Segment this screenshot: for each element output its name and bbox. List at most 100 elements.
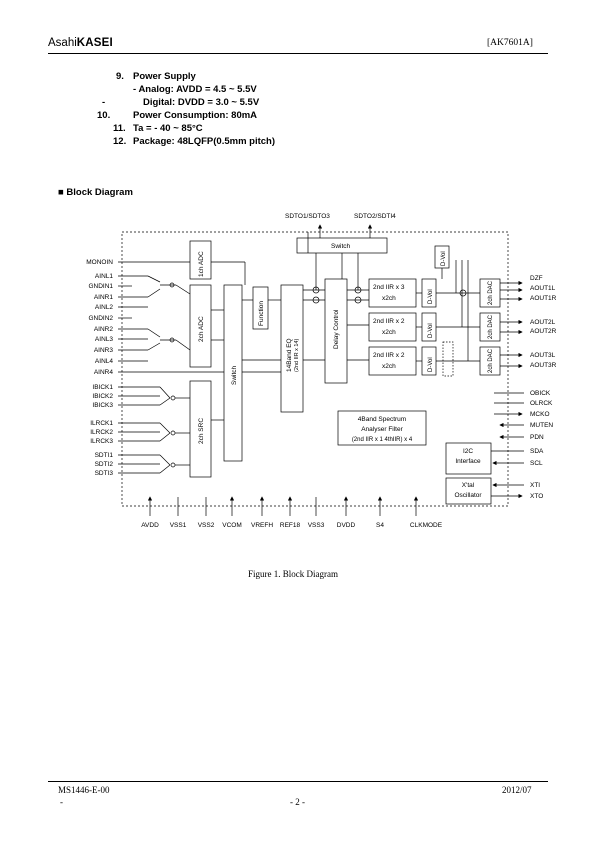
pin-gndin2: GNDIN2 <box>88 315 113 322</box>
iir3-label-b: x2ch <box>382 363 396 370</box>
dac3-label: 2ch DAC <box>488 348 494 373</box>
chip-outline <box>121 231 509 507</box>
pin-dzf: DZF <box>530 275 543 282</box>
pin-vrefh: VREFH <box>251 522 273 529</box>
spectrum-block <box>337 410 427 446</box>
iir2-label-a: 2nd IIR x 2 <box>373 318 405 325</box>
pin-ainr4: AINR4 <box>94 369 114 376</box>
footer-date: 2012/07 <box>502 785 532 795</box>
spec-12-text: Package: 48LQFP(0.5mm pitch) <box>133 136 276 147</box>
pin-mcko: MCKO <box>530 411 550 418</box>
eq-block <box>280 284 304 413</box>
pin-ref18: REF18 <box>280 522 301 529</box>
pin-ilrck1: ILRCK1 <box>90 420 113 427</box>
pin-aout1r: AOUT1R <box>530 295 557 302</box>
pin-ainl3: AINL3 <box>95 336 113 343</box>
pin-vcom: VCOM <box>222 522 242 529</box>
dvol1-label: D-Vol <box>428 289 434 304</box>
pin-sdti1: SDTI1 <box>95 452 114 459</box>
pin-xti: XTI <box>530 482 540 489</box>
dvol-top-label: D-Vol <box>441 251 447 266</box>
spec-9-number: 9. <box>116 71 124 82</box>
pin-sdti3: SDTI3 <box>95 470 114 477</box>
footer-doc-number: MS1446-E-00 <box>58 785 110 795</box>
function-block <box>252 286 269 330</box>
pin-scl: SCL <box>530 460 543 467</box>
pin-vss2: VSS2 <box>198 522 215 529</box>
delay-block <box>324 278 348 384</box>
dac3-dashed-box <box>442 341 454 377</box>
pin-aout2l: AOUT2L <box>530 319 556 326</box>
pin-sdto1-sdto3: SDTO1/SDTO3 <box>285 213 330 220</box>
spec-9-text: Power Supply <box>133 71 196 82</box>
pin-aout3l: AOUT3L <box>530 352 556 359</box>
switch-left-block <box>223 284 243 462</box>
pin-aout2r: AOUT2R <box>530 328 557 335</box>
pin-pdn: PDN <box>530 434 544 441</box>
iir3-label-a: 2nd IIR x 2 <box>373 352 405 359</box>
pin-obick: OBICK <box>530 390 551 397</box>
pin-vss1: VSS1 <box>170 522 187 529</box>
footer-rule <box>48 781 548 782</box>
section-title: Block Diagram <box>66 187 133 198</box>
i2c-block <box>445 442 492 475</box>
pin-ainl4: AINL4 <box>95 358 113 365</box>
pin-sdti2: SDTI2 <box>95 461 114 468</box>
adc1-block <box>189 240 212 280</box>
eq-sub-label: (2nd IIR x 14) <box>294 339 300 372</box>
pin-clkmode: CLKMODE <box>410 522 443 529</box>
pin-ainr2: AINR2 <box>94 326 114 333</box>
pin-olrck: OLRCK <box>530 400 553 407</box>
pin-aout3r: AOUT3R <box>530 362 557 369</box>
spec-9-digital: Digital: DVDD = 3.0 ~ 5.5V <box>143 97 260 108</box>
header-rule <box>48 53 548 54</box>
pin-muten: MUTEN <box>530 422 553 429</box>
i2c-label-2: Interface <box>455 458 481 465</box>
spectrum-label-1: 4Band Spectrum <box>358 416 406 423</box>
pin-ibick2: IBICK2 <box>92 393 113 400</box>
pin-ilrck2: ILRCK2 <box>90 429 113 436</box>
switch-top-label: Switch <box>331 243 351 250</box>
pin-s4: S4 <box>376 522 384 529</box>
spec-10-number: 10. <box>97 110 111 121</box>
spec-9-analog: - Analog: AVDD = 4.5 ~ 5.5V <box>133 84 257 95</box>
figure-caption: Figure 1. Block Diagram <box>248 569 338 579</box>
pin-ainl1: AINL1 <box>95 273 113 280</box>
dvol3-label: D-Vol <box>428 357 434 372</box>
iir1-label-a: 2nd IIR x 3 <box>373 284 405 291</box>
switch-left-label: Switch <box>231 365 238 385</box>
spectrum-label-2: Analyser Filter <box>361 426 403 433</box>
dvol2-label: D-Vol <box>428 323 434 338</box>
iir3-block <box>368 346 417 376</box>
delay-label: Delay Control <box>333 309 340 349</box>
spectrum-label-3: (2nd IIR x 1 4thIIR) x 4 <box>352 437 413 443</box>
iir1-label-b: x2ch <box>382 295 396 302</box>
pin-dvdd: DVDD <box>337 522 356 529</box>
pin-xto: XTO <box>530 493 543 500</box>
pin-sda: SDA <box>530 448 544 455</box>
xtal-label-2: Oscillator <box>454 492 482 499</box>
adc1-label: 1ch ADC <box>198 251 205 277</box>
square-bullet-icon: ■ <box>58 187 64 198</box>
footer-dash: - <box>60 797 63 807</box>
xtal-block <box>445 477 492 505</box>
spec-10-text: Power Consumption: 80mA <box>133 110 258 121</box>
dac1-label: 2ch DAC <box>488 280 494 305</box>
pin-gndin1: GNDIN1 <box>88 283 113 290</box>
pin-ainl2: AINL2 <box>95 304 113 311</box>
pin-ilrck3: ILRCK3 <box>90 438 113 445</box>
adc2-label: 2ch ADC <box>198 316 205 342</box>
xtal-label-1: X'tal <box>462 482 475 489</box>
pin-ibick3: IBICK3 <box>92 402 113 409</box>
spec-9-dash: - <box>102 97 106 108</box>
iir2-label-b: x2ch <box>382 329 396 336</box>
adc2-block <box>189 284 212 368</box>
src-block <box>189 380 212 478</box>
company-logo: AsahiKASEI <box>48 37 113 49</box>
section-heading: ■ Block Diagram <box>58 187 133 198</box>
eq-label: 14Band EQ <box>286 338 293 372</box>
pin-ainr1: AINR1 <box>94 294 114 301</box>
pin-ainr3: AINR3 <box>94 347 114 354</box>
spec-11-text: Ta = - 40 ~ 85°C <box>133 123 203 134</box>
